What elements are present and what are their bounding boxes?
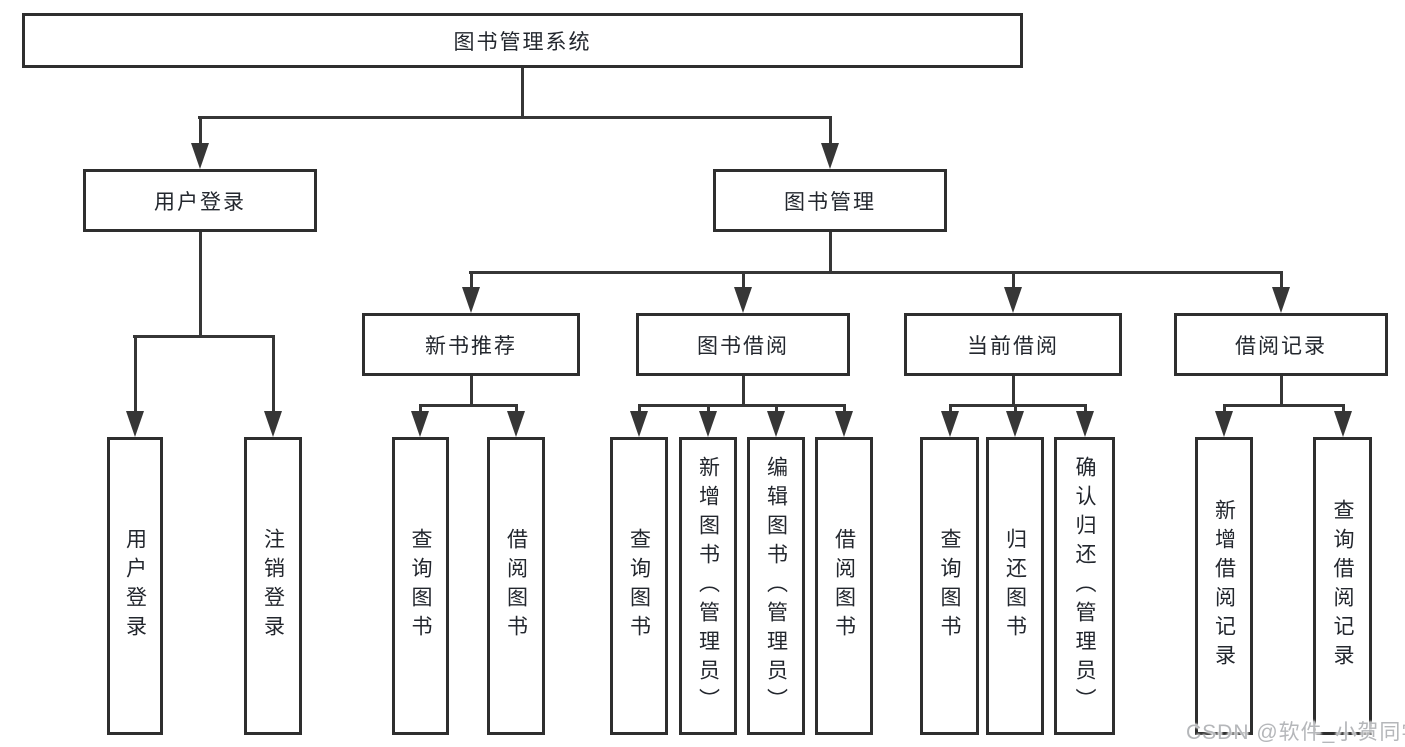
node-book-management: 图书管理 [713, 169, 947, 232]
leaf-user-login: 用户登录 [107, 437, 163, 735]
node-new-book-recommend: 新书推荐 [362, 313, 580, 376]
leaf-return-books: 归还图书 [986, 437, 1044, 735]
connector-line [470, 376, 473, 407]
connector-line [470, 271, 473, 289]
connector-line [949, 404, 1087, 407]
arrow-down-icon [507, 411, 525, 437]
arrow-down-icon [699, 411, 717, 437]
leaf-label: 查询图书 [409, 528, 433, 644]
leaf-label: 归还图书 [1003, 528, 1027, 644]
arrow-down-icon [835, 411, 853, 437]
arrow-down-icon [191, 143, 209, 169]
leaf-label: 借阅图书 [504, 528, 528, 644]
leaf-query-books-recommend: 查询图书 [392, 437, 449, 735]
connector-line [515, 404, 518, 413]
connector-line [1014, 404, 1017, 413]
leaf-query-books-borrow: 查询图书 [610, 437, 668, 735]
arrow-down-icon [1215, 411, 1233, 437]
leaf-label: 查询图书 [627, 528, 651, 644]
arrow-down-icon [1272, 287, 1290, 313]
node-book-borrow: 图书借阅 [636, 313, 850, 376]
leaf-edit-books-admin: 编辑图书（管理员） [747, 437, 805, 735]
connector-line [521, 68, 524, 118]
connector-line [199, 116, 202, 144]
leaf-label: 新增图书（管理员） [696, 455, 720, 717]
connector-line [1280, 271, 1283, 289]
leaf-label: 注销登录 [261, 528, 285, 644]
connector-line [469, 271, 1283, 274]
leaf-label: 新增借阅记录 [1212, 499, 1236, 673]
arrow-down-icon [630, 411, 648, 437]
connector-line [775, 404, 778, 413]
leaf-label: 借阅图书 [832, 528, 856, 644]
csdn-watermark: CSDN @软件_小贺同学 [1186, 721, 1405, 744]
leaf-borrow-books-recommend: 借阅图书 [487, 437, 545, 735]
connector-line [1223, 404, 1226, 413]
arrow-down-icon [1334, 411, 1352, 437]
connector-line [1084, 404, 1087, 413]
leaf-label: 用户登录 [123, 528, 147, 644]
arrow-down-icon [1076, 411, 1094, 437]
connector-line [742, 376, 745, 407]
connector-line [199, 232, 202, 338]
leaf-query-borrow-record: 查询借阅记录 [1313, 437, 1372, 735]
connector-line [829, 116, 832, 144]
connector-line [1342, 404, 1345, 413]
leaf-label: 编辑图书（管理员） [764, 455, 788, 717]
arrow-down-icon [411, 411, 429, 437]
leaf-borrow-books: 借阅图书 [815, 437, 873, 735]
node-user-login: 用户登录 [83, 169, 317, 232]
connector-line [419, 404, 518, 407]
connector-line [272, 335, 275, 413]
leaf-logout: 注销登录 [244, 437, 302, 735]
connector-line [198, 116, 832, 119]
connector-line [1223, 404, 1345, 407]
node-root: 图书管理系统 [22, 13, 1023, 68]
arrow-down-icon [767, 411, 785, 437]
arrow-down-icon [734, 287, 752, 313]
connector-line [707, 404, 710, 413]
arrow-down-icon [1006, 411, 1024, 437]
connector-line [419, 404, 422, 413]
arrow-down-icon [821, 143, 839, 169]
arrow-down-icon [462, 287, 480, 313]
connector-line [1280, 376, 1283, 407]
leaf-label: 查询图书 [938, 528, 962, 644]
connector-line [638, 404, 846, 407]
leaf-label: 查询借阅记录 [1331, 499, 1355, 673]
arrow-down-icon [126, 411, 144, 437]
node-current-borrow: 当前借阅 [904, 313, 1122, 376]
arrow-down-icon [264, 411, 282, 437]
leaf-add-books-admin: 新增图书（管理员） [679, 437, 737, 735]
connector-line [1012, 271, 1015, 289]
connector-line [638, 404, 641, 413]
connector-line [949, 404, 952, 413]
node-borrow-records: 借阅记录 [1174, 313, 1388, 376]
connector-line [742, 271, 745, 289]
connector-line [843, 404, 846, 413]
arrow-down-icon [1004, 287, 1022, 313]
connector-line [829, 232, 832, 274]
connector-line [133, 335, 275, 338]
connector-line [134, 335, 137, 413]
leaf-confirm-return-admin: 确认归还（管理员） [1054, 437, 1115, 735]
arrow-down-icon [941, 411, 959, 437]
leaf-label: 确认归还（管理员） [1073, 455, 1097, 717]
connector-line [1012, 376, 1015, 407]
leaf-query-books-current: 查询图书 [920, 437, 979, 735]
leaf-add-borrow-record: 新增借阅记录 [1195, 437, 1253, 735]
